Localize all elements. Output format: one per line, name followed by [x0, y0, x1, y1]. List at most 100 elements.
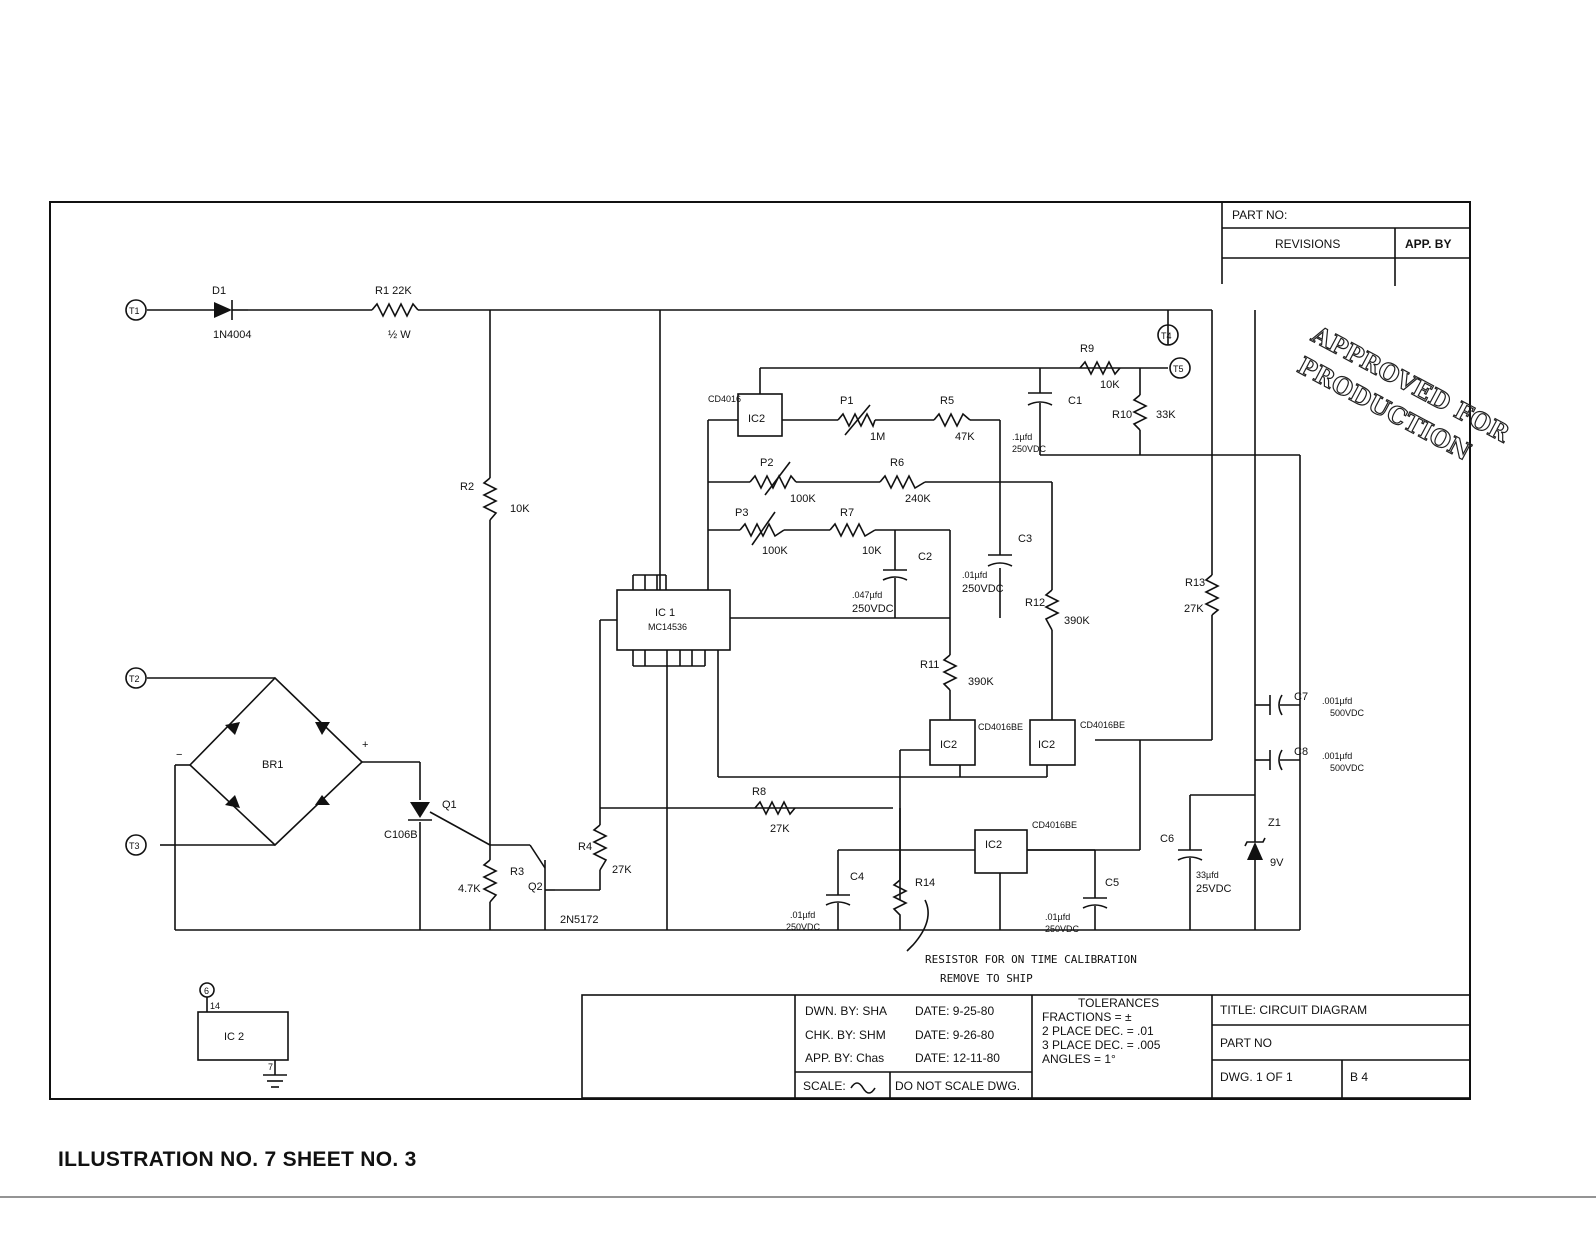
- terminal-t4: T4: [1157, 324, 1179, 346]
- calibration-note-line-2: REMOVE TO SHIP: [940, 972, 1033, 985]
- bridge-rectifier-br1: BR1 + −: [176, 676, 368, 847]
- resistor-r3: R3 4.7K: [458, 859, 524, 903]
- tolerances-label: TOLERANCES: [1078, 996, 1159, 1010]
- resistor-r4: R4 27K: [578, 824, 632, 876]
- t5-label: T5: [1173, 364, 1184, 374]
- drawing-border: [49, 201, 1471, 1100]
- capacitor-c8: C8 .001µfd 500VDC: [1269, 746, 1365, 773]
- c8-value: .001µfd: [1322, 751, 1352, 761]
- r3-value: 4.7K: [458, 883, 481, 895]
- ic2-switch-top: IC2 CD4016: [708, 393, 783, 437]
- illustration-caption: ILLUSTRATION NO. 7 SHEET NO. 3: [58, 1148, 417, 1171]
- resistor-r11: R11 390K: [920, 654, 994, 691]
- r6-label: R6: [890, 457, 904, 469]
- ic2e-label: IC 2: [224, 1031, 244, 1043]
- br1-minus: −: [176, 749, 182, 761]
- c3-value: .01µfd: [962, 570, 987, 580]
- z1-label: Z1: [1268, 817, 1281, 829]
- pin7-label: 7: [268, 1062, 273, 1072]
- ic2d-part: CD4016BE: [1032, 820, 1077, 830]
- chk-date: DATE: 9-26-80: [915, 1028, 994, 1042]
- c2-value: .047µfd: [852, 590, 882, 600]
- r5-value: 47K: [955, 431, 975, 443]
- c4-voltage: 250VDC: [786, 922, 821, 932]
- r13-label: R13: [1185, 577, 1205, 589]
- ic2-switch-mid-right: IC2 CD4016BE: [1029, 719, 1125, 766]
- app-date: DATE: 12-11-80: [915, 1051, 1000, 1065]
- c7-value: .001µfd: [1322, 696, 1352, 706]
- terminal-t1: T1: [125, 299, 147, 321]
- tol-two-place: 2 PLACE DEC. = .01: [1042, 1024, 1154, 1038]
- resistor-r12: R12 390K: [1025, 589, 1090, 631]
- ic2a-label: IC2: [748, 413, 765, 425]
- ic1-timer: IC 1 MC14536: [616, 574, 731, 667]
- ic2c-label: IC2: [1038, 739, 1055, 751]
- ic2-supply-block: 6 14 IC 2 7: [197, 982, 289, 1088]
- c4-value: .01µfd: [790, 910, 815, 920]
- c7-label: C7: [1294, 691, 1308, 703]
- app-by-label: APP. BY: [1405, 237, 1451, 251]
- resistor-r7: R7 10K: [829, 507, 882, 557]
- tol-fractions: FRACTIONS = ±: [1042, 1010, 1132, 1024]
- c2-voltage: 250VDC: [852, 603, 894, 615]
- capacitor-c1: C1 .1µfd 250VDC: [1012, 392, 1082, 454]
- capacitor-c3: C3 .01µfd 250VDC: [962, 533, 1032, 595]
- c5-voltage: 250VDC: [1045, 924, 1080, 934]
- br1-label: BR1: [262, 759, 283, 771]
- c1-voltage: 250VDC: [1012, 444, 1047, 454]
- r11-value: 390K: [968, 676, 994, 688]
- r8-label: R8: [752, 786, 766, 798]
- r7-value: 10K: [862, 545, 882, 557]
- ic2-switch-bottom: IC2 CD4016BE: [974, 820, 1077, 874]
- ic2b-label: IC2: [940, 739, 957, 751]
- do-not-scale: DO NOT SCALE DWG.: [895, 1079, 1020, 1093]
- r13-value: 27K: [1184, 603, 1204, 615]
- t1-label: T1: [129, 306, 140, 316]
- p2-value: 100K: [790, 493, 816, 505]
- chk-by: CHK. BY: SHM: [805, 1028, 886, 1042]
- revision-block: PART NO: REVISIONS APP. BY: [1221, 202, 1470, 286]
- resistor-r2: R2 10K: [460, 477, 530, 521]
- r8-value: 27K: [770, 823, 790, 835]
- terminal-6-label: 6: [204, 986, 209, 996]
- r7-label: R7: [840, 507, 854, 519]
- scale-label: SCALE:: [803, 1079, 846, 1093]
- c6-voltage: 25VDC: [1196, 883, 1232, 895]
- resistor-r1: R1 22K ½ W: [371, 285, 419, 341]
- q2-part: 2N5172: [560, 914, 599, 926]
- r3-label: R3: [510, 866, 524, 878]
- part-no-bottom: PART NO: [1220, 1036, 1272, 1050]
- c3-label: C3: [1018, 533, 1032, 545]
- capacitor-c4: C4 .01µfd 250VDC: [786, 871, 864, 932]
- resistor-r8: R8 27K: [752, 786, 796, 835]
- r1-watt: ½ W: [388, 329, 411, 341]
- t4-label: T4: [1161, 331, 1172, 341]
- r2-label: R2: [460, 481, 474, 493]
- ic2a-part: CD4016: [708, 394, 741, 404]
- title-block: DWN. BY: SHA DATE: 9-25-80 CHK. BY: SHM …: [581, 994, 1471, 1099]
- c5-label: C5: [1105, 877, 1119, 889]
- c4-label: C4: [850, 871, 864, 883]
- resistor-r5: R5 47K: [933, 395, 975, 443]
- r6-value: 240K: [905, 493, 931, 505]
- p3-value: 100K: [762, 545, 788, 557]
- c1-label: C1: [1068, 395, 1082, 407]
- r14-label: R14: [915, 877, 935, 889]
- r11-label: R11: [920, 659, 939, 671]
- ic2b-part: CD4016BE: [978, 722, 1023, 732]
- calibration-note-line-1: RESISTOR FOR ON TIME CALIBRATION: [925, 953, 1137, 966]
- br1-plus: +: [362, 739, 368, 751]
- c5-value: .01µfd: [1045, 912, 1070, 922]
- r10-label: R10: [1112, 409, 1132, 421]
- approved-stamp: APPROVED FOR PRODUCTION: [1292, 319, 1515, 467]
- capacitor-c7: C7 .001µfd 500VDC: [1269, 691, 1365, 718]
- revisions-label: REVISIONS: [1275, 237, 1340, 251]
- q2-label: Q2: [528, 881, 543, 893]
- ic2c-part: CD4016BE: [1080, 720, 1125, 730]
- r10-value: 33K: [1156, 409, 1176, 421]
- c1-value: .1µfd: [1012, 432, 1032, 442]
- r9-label: R9: [1080, 343, 1094, 355]
- c8-voltage: 500VDC: [1330, 763, 1365, 773]
- scale-symbol: [850, 1082, 876, 1094]
- potentiometer-p1: P1 1M: [837, 395, 885, 443]
